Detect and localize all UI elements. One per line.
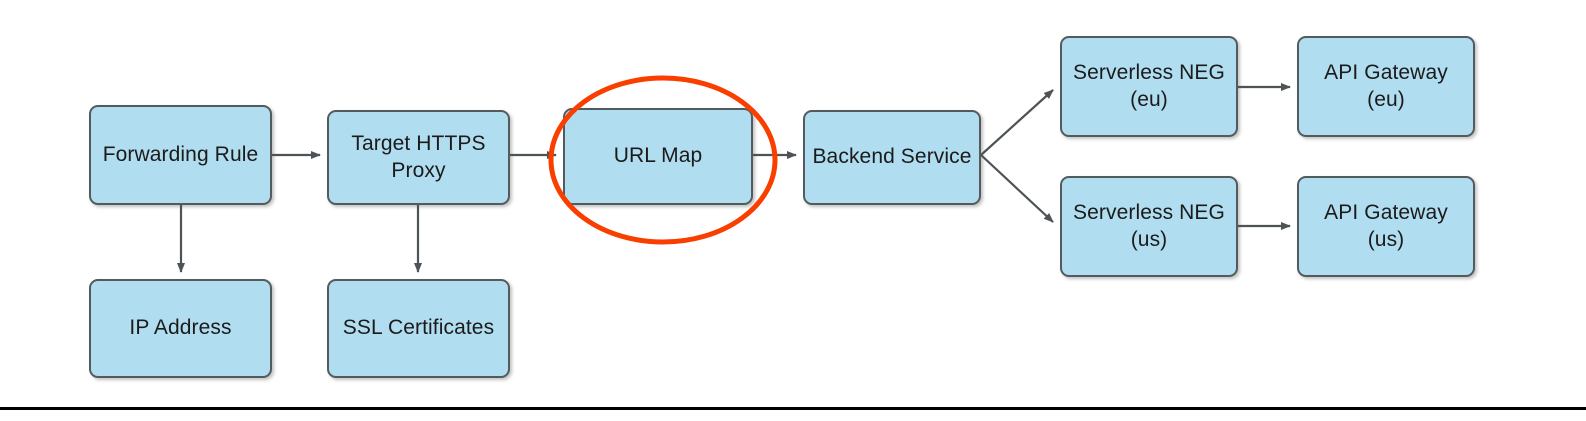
edge-backend-service-to-serverless-neg-eu [980, 89, 1054, 156]
node-label-api-gateway-eu: API Gateway (eu) [1324, 60, 1448, 111]
node-api-gateway-eu[interactable]: API Gateway (eu) [1297, 36, 1475, 137]
node-label-ssl-certificates: SSL Certificates [342, 316, 495, 340]
node-label-ip-address: IP Address [129, 316, 232, 340]
node-url-map[interactable]: URL Map [563, 108, 753, 205]
node-label-backend-service: Backend Service [812, 145, 972, 169]
node-ip-address[interactable]: IP Address [89, 279, 272, 378]
node-api-gateway-us[interactable]: API Gateway (us) [1297, 176, 1475, 277]
node-forwarding-rule[interactable]: Forwarding Rule [89, 105, 272, 205]
node-label-serverless-neg-us: Serverless NEG (us) [1073, 200, 1225, 251]
node-backend-service[interactable]: Backend Service [803, 110, 981, 205]
node-ssl-certificates[interactable]: SSL Certificates [327, 279, 510, 378]
footer-divider [0, 407, 1586, 410]
node-serverless-neg-eu[interactable]: Serverless NEG (eu) [1060, 36, 1238, 137]
node-label-api-gateway-us: API Gateway (us) [1324, 200, 1448, 251]
node-label-url-map: URL Map [613, 144, 703, 168]
node-label-target-https-proxy: Target HTTPS Proxy [351, 131, 486, 182]
node-serverless-neg-us[interactable]: Serverless NEG (us) [1060, 176, 1238, 277]
node-label-serverless-neg-eu: Serverless NEG (eu) [1073, 60, 1225, 111]
node-target-https-proxy[interactable]: Target HTTPS Proxy [327, 110, 510, 205]
edge-backend-service-to-serverless-neg-us [980, 154, 1054, 223]
node-label-forwarding-rule: Forwarding Rule [102, 142, 259, 166]
